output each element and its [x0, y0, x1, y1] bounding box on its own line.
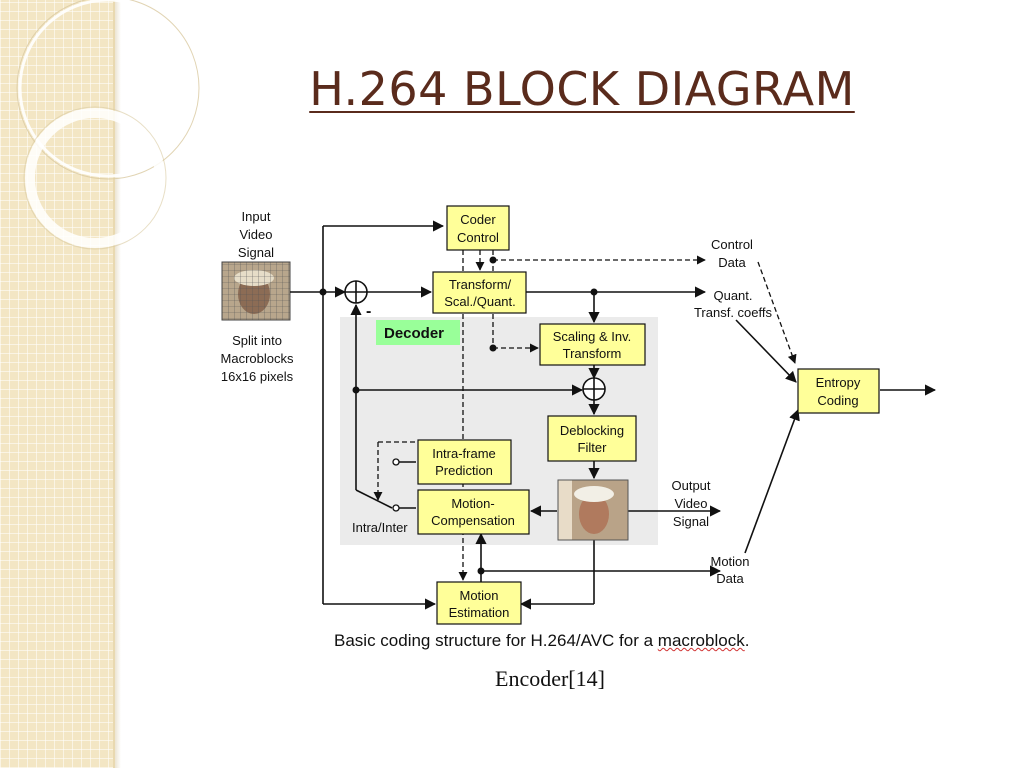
- svg-text:Filter: Filter: [578, 440, 608, 455]
- caption-suffix: .: [744, 631, 750, 650]
- svg-text:Video: Video: [674, 496, 707, 511]
- decoder-label: Decoder: [384, 325, 444, 342]
- svg-text:Input: Input: [242, 209, 271, 224]
- output-frame-thumbnail: [557, 479, 629, 541]
- svg-text:Scaling & Inv.: Scaling & Inv.: [553, 329, 632, 344]
- page-title: H.264 BLOCK DIAGRAM: [309, 62, 855, 116]
- side-strip-shadow: [115, 0, 121, 768]
- svg-text:Signal: Signal: [673, 514, 709, 529]
- encoder-citation: Encoder[14]: [495, 666, 605, 691]
- svg-text:Control: Control: [711, 237, 753, 252]
- svg-text:Prediction: Prediction: [435, 463, 493, 478]
- coder-control-block: Coder Control: [446, 205, 510, 251]
- svg-text:Coding: Coding: [817, 393, 858, 408]
- svg-text:Transform: Transform: [563, 346, 622, 361]
- deblocking-filter-block: Deblocking Filter: [547, 415, 637, 462]
- svg-text:Estimation: Estimation: [449, 605, 510, 620]
- svg-text:Video: Video: [239, 227, 272, 242]
- svg-text:Transform/: Transform/: [449, 277, 512, 292]
- svg-text:16x16 pixels: 16x16 pixels: [221, 369, 294, 384]
- adder-reconstruction: [582, 377, 606, 401]
- minus-sign: -: [366, 303, 371, 320]
- svg-text:Macroblocks: Macroblocks: [221, 351, 294, 366]
- svg-text:Control: Control: [457, 230, 499, 245]
- decorative-rings: [16, 0, 200, 250]
- transform-quant-block: Transform/ Scal./Quant.: [432, 271, 527, 314]
- svg-text:Compensation: Compensation: [431, 513, 515, 528]
- svg-text:Deblocking: Deblocking: [560, 423, 624, 438]
- output-video-label: Output Video Signal: [671, 478, 710, 529]
- input-video-label: Input Video Signal: [238, 209, 274, 260]
- page-title-wrapper: H.264 BLOCK DIAGRAM: [0, 62, 1024, 116]
- svg-text:Signal: Signal: [238, 245, 274, 260]
- caption-text: Basic coding structure for H.264/AVC for…: [334, 631, 658, 650]
- intra-frame-prediction-block: Intra-frame Prediction: [417, 439, 512, 485]
- svg-text:Data: Data: [718, 255, 746, 270]
- intra-inter-label: Intra/Inter: [352, 520, 408, 535]
- switch-terminal-intra: [392, 458, 400, 466]
- svg-text:Motion: Motion: [459, 588, 498, 603]
- svg-text:Motion-: Motion-: [451, 496, 494, 511]
- switch-terminal-inter: [392, 504, 400, 512]
- svg-text:Split into: Split into: [232, 333, 282, 348]
- svg-text:Entropy: Entropy: [816, 375, 861, 390]
- entropy-coding-block: Entropy Coding: [797, 368, 880, 414]
- decoder-label-box: [376, 320, 460, 345]
- control-data-label: Control Data: [711, 237, 753, 270]
- svg-text:Coder: Coder: [460, 212, 496, 227]
- svg-text:Transf. coeffs: Transf. coeffs: [694, 305, 773, 320]
- diagram-caption: Basic coding structure for H.264/AVC for…: [334, 631, 749, 651]
- motion-data-label: Motion Data: [710, 554, 749, 586]
- input-video-thumbnail: [221, 261, 291, 321]
- motion-compensation-block: Motion- Compensation: [417, 489, 530, 535]
- adder-input: [344, 280, 368, 304]
- junction-dots: [319, 256, 598, 575]
- svg-text:Intra-frame: Intra-frame: [432, 446, 496, 461]
- split-macroblocks-label: Split into Macroblocks 16x16 pixels: [221, 333, 294, 384]
- svg-text:Data: Data: [716, 571, 744, 586]
- scaling-inverse-transform-block: Scaling & Inv. Transform: [539, 323, 646, 366]
- svg-text:Output: Output: [671, 478, 710, 493]
- caption-underlined-word: macroblock: [657, 631, 745, 650]
- motion-estimation-block: Motion Estimation: [436, 581, 522, 625]
- svg-text:Quant.: Quant.: [713, 288, 752, 303]
- svg-text:Scal./Quant.: Scal./Quant.: [444, 294, 516, 309]
- svg-text:Motion: Motion: [710, 554, 749, 569]
- quant-coeffs-label: Quant. Transf. coeffs: [694, 288, 773, 320]
